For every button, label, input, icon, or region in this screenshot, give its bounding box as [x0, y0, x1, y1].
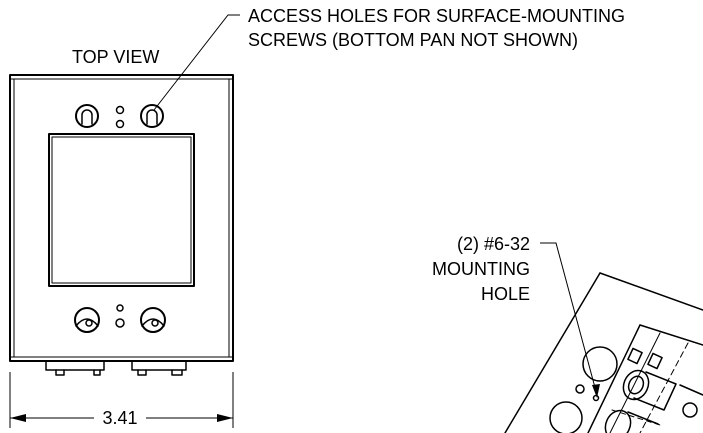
display-screen-inner [51, 136, 192, 284]
access-hole-top-right [140, 104, 164, 128]
small-hole-top-2 [115, 119, 125, 129]
top-view-label: TOP VIEW [72, 47, 159, 67]
bottom-connectors [45, 360, 187, 376]
top-view-device [9, 74, 234, 376]
module-outline [639, 324, 703, 346]
device-outline [9, 74, 234, 362]
mounting-hole-label-line3: HOLE [481, 284, 530, 304]
plate-top-edge [599, 272, 703, 311]
display-screen [48, 133, 195, 287]
mounting-hole-detail [592, 394, 600, 402]
corner-marks [9, 78, 234, 358]
connector-block [604, 347, 703, 433]
access-hole-bottom-left [74, 307, 100, 333]
width-dimension-value: 3.41 [102, 408, 137, 428]
width-dimension [9, 372, 234, 428]
access-hole-top-left [75, 104, 99, 128]
small-hole-bottom-2 [115, 318, 125, 328]
large-hole-lower [549, 401, 583, 433]
rotated-device-detail [504, 272, 703, 433]
access-holes-label-line1: ACCESS HOLES FOR SURFACE-MOUNTING [248, 6, 625, 26]
mounting-hole-label-line1: (2) #6-32 [457, 234, 530, 254]
access-hole-bottom-right [140, 307, 166, 333]
mounting-hole-leader [540, 242, 600, 398]
small-hole-top-1 [115, 105, 125, 115]
mounting-hole-label-line2: MOUNTING [432, 259, 530, 279]
device-inner-outline [13, 78, 230, 358]
access-hole-leader [153, 14, 240, 111]
small-hole-detail [575, 384, 585, 394]
plate-left-edge [504, 272, 601, 433]
large-hole-upper [582, 346, 618, 382]
access-holes-label-line2: SCREWS (BOTTOM PAN NOT SHOWN) [248, 30, 578, 50]
small-hole-bottom-1 [116, 304, 124, 312]
